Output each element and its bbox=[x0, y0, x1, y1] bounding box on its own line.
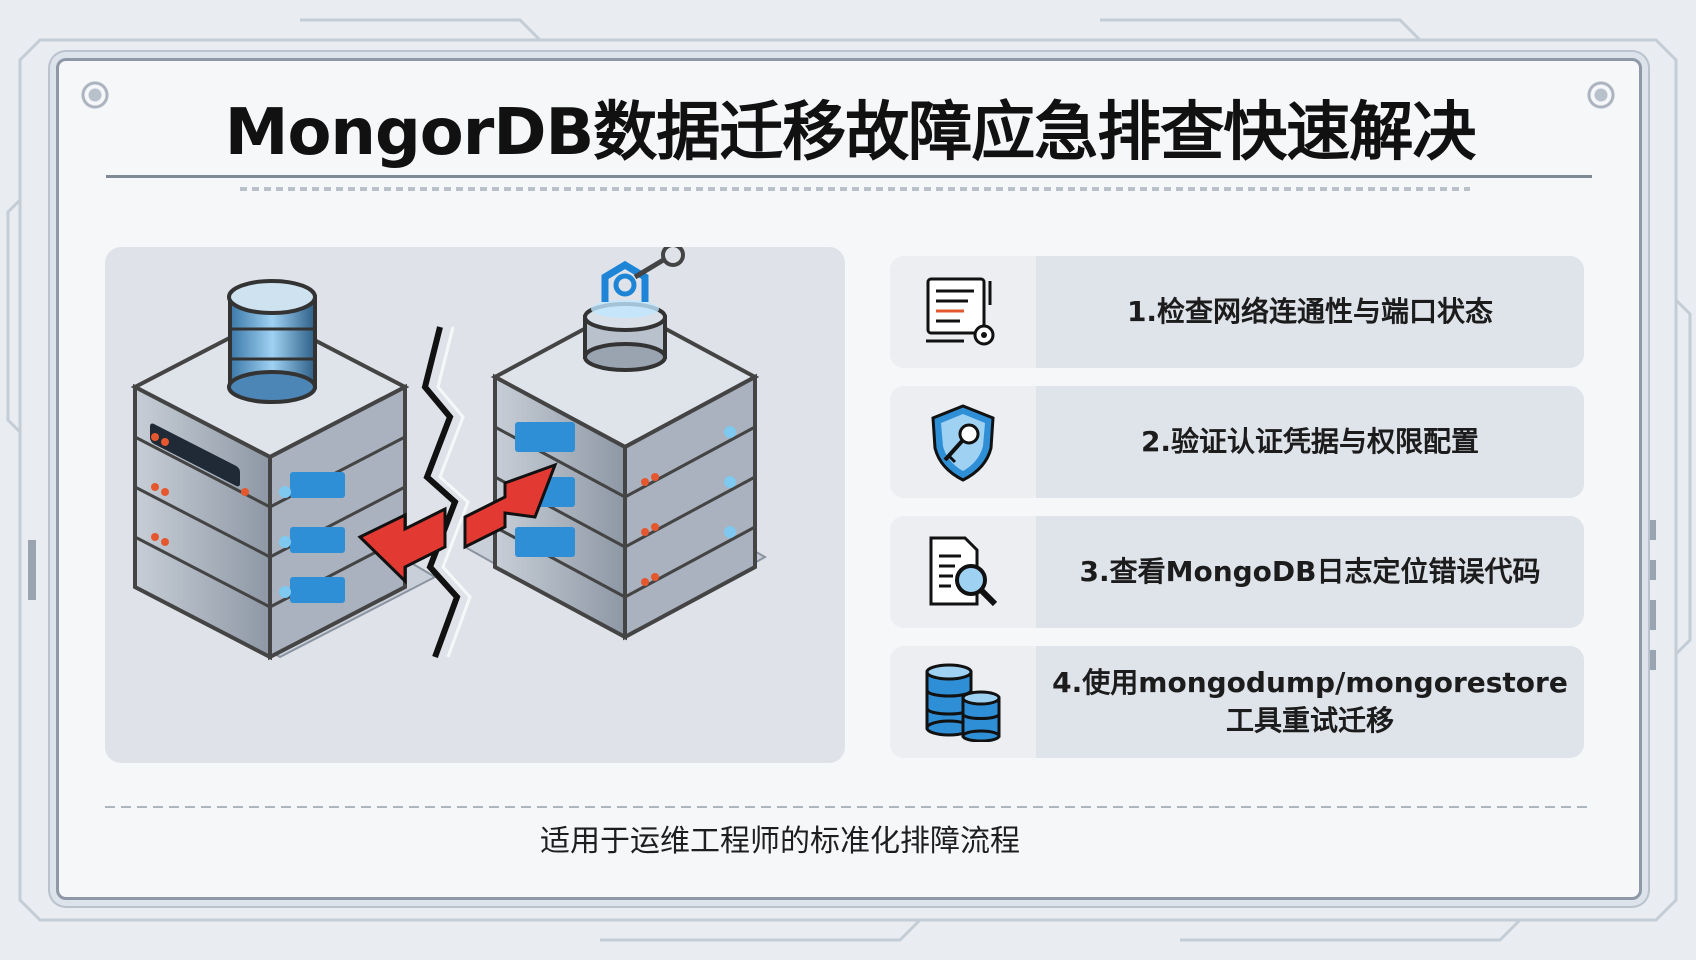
step-text-4: 4.使用mongodump/mongorestore 工具重试迁移 bbox=[1036, 646, 1584, 758]
corner-bolt-left bbox=[78, 78, 112, 112]
footer-divider bbox=[105, 806, 1591, 808]
network-checklist-icon bbox=[926, 277, 995, 346]
step-card-2: 2.验证认证凭据与权限配置 bbox=[890, 386, 1584, 498]
step-line: 4.使用mongodump/mongorestore bbox=[1052, 666, 1568, 699]
step-text-3: 3.查看MongoDB日志定位错误代码 bbox=[1036, 516, 1584, 628]
title-divider bbox=[106, 175, 1592, 178]
database-stack-icon bbox=[925, 663, 1001, 742]
step-line: 工具重试迁移 bbox=[1225, 704, 1394, 737]
lock-key-icon bbox=[591, 247, 685, 318]
target-server-icon bbox=[490, 247, 760, 641]
footer-caption: 适用于运维工程师的标准化排障流程 bbox=[540, 824, 1020, 859]
connection-break-icon bbox=[421, 326, 461, 659]
step-icon-cell bbox=[890, 256, 1036, 368]
step-icon-cell bbox=[890, 386, 1036, 498]
server-illustration bbox=[130, 247, 768, 661]
step-icon-cell bbox=[890, 516, 1036, 628]
step-icon-cell bbox=[890, 646, 1036, 758]
shield-key-icon bbox=[931, 404, 995, 482]
page-title: MongorDB数据迁移故障应急排查快速解决 bbox=[224, 96, 1476, 170]
step-line: 1.检查网络连通性与端口状态 bbox=[1126, 295, 1494, 328]
step-card-3: 3.查看MongoDB日志定位错误代码 bbox=[890, 516, 1584, 628]
step-text-1: 1.检查网络连通性与端口状态 bbox=[1036, 256, 1584, 368]
migration-arrows-icon bbox=[357, 462, 558, 585]
migration-illustration bbox=[105, 247, 845, 763]
step-line: 2.验证认证凭据与权限配置 bbox=[1140, 425, 1480, 458]
source-server-icon bbox=[130, 279, 410, 661]
corner-bolt-right bbox=[1584, 78, 1618, 112]
step-line: 3.查看MongoDB日志定位错误代码 bbox=[1079, 555, 1541, 588]
title-dotted-divider bbox=[240, 187, 1470, 191]
log-search-icon bbox=[929, 536, 998, 607]
step-text-2: 2.验证认证凭据与权限配置 bbox=[1036, 386, 1584, 498]
step-card-1: 1.检查网络连通性与端口状态 bbox=[890, 256, 1584, 368]
step-card-4: 4.使用mongodump/mongorestore 工具重试迁移 bbox=[890, 646, 1584, 758]
